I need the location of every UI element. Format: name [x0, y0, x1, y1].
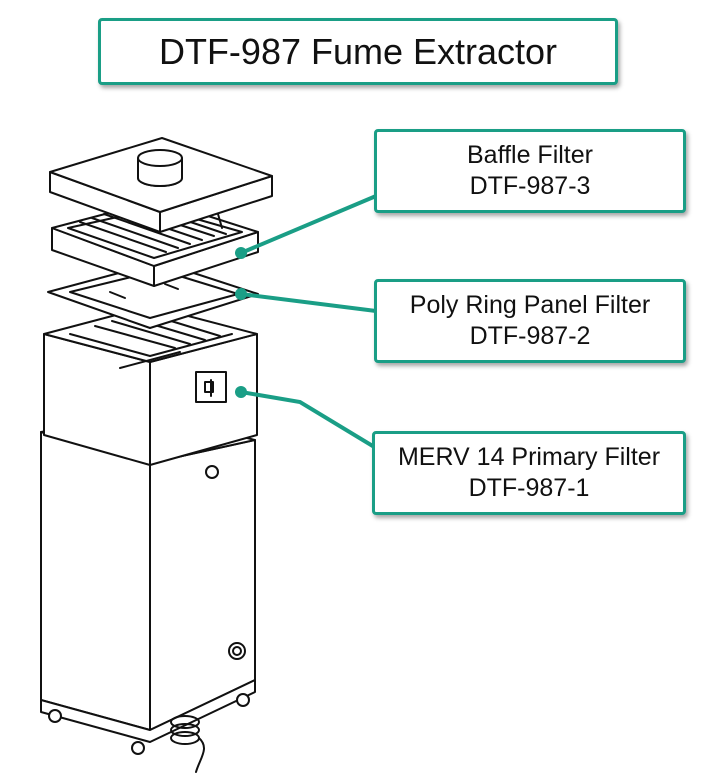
callout-merv-14-primary-filter: MERV 14 Primary Filter DTF-987-1 — [372, 431, 686, 515]
leader-line-poly — [239, 292, 378, 313]
callout-part-number: DTF-987-1 — [468, 474, 590, 502]
callout-part-number: DTF-987-2 — [469, 322, 591, 350]
leader-line-merv — [239, 390, 378, 450]
cabinet-body — [40, 412, 256, 773]
title-text: DTF-987 Fume Extractor — [158, 31, 558, 72]
callout-name: Poly Ring Panel Filter — [409, 291, 651, 319]
top-cover — [49, 137, 273, 233]
page-title: DTF-987 Fume Extractor — [98, 18, 618, 85]
callout-baffle-filter: Baffle Filter DTF-987-3 — [374, 129, 686, 213]
callout-part-number: DTF-987-3 — [469, 172, 591, 200]
leader-dot-baffle — [235, 247, 247, 259]
callout-poly-ring-panel-filter: Poly Ring Panel Filter DTF-987-2 — [374, 279, 686, 363]
leader-dot-poly — [235, 288, 247, 300]
callout-name: Baffle Filter — [467, 141, 593, 169]
merv-filter-module — [43, 305, 258, 466]
callout-name: MERV 14 Primary Filter — [397, 443, 661, 471]
leader-line-baffle — [239, 194, 378, 255]
leader-dot-merv — [235, 386, 247, 398]
